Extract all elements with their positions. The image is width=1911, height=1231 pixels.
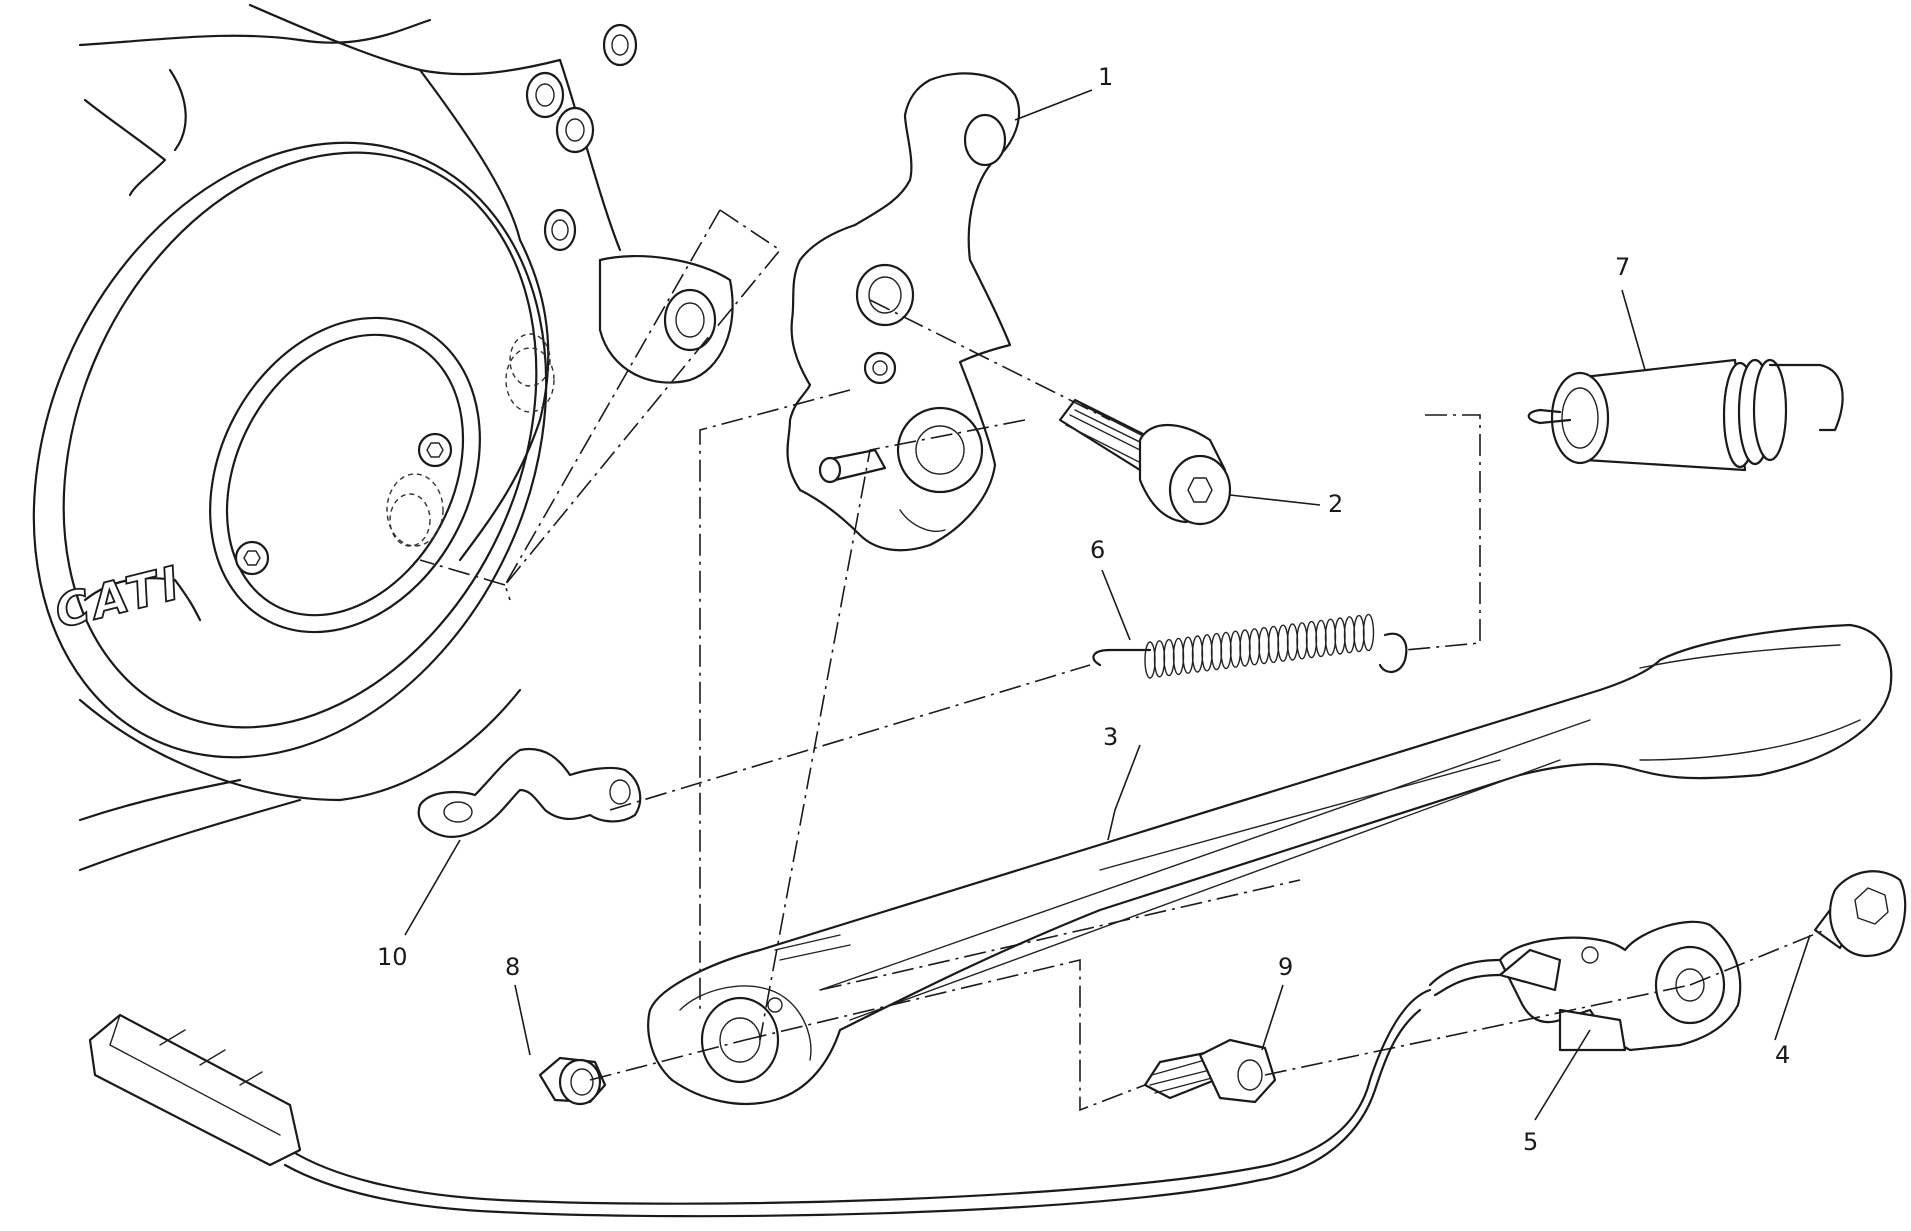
spring-coil (1258, 626, 1270, 665)
barrel-spring (1527, 358, 1844, 472)
callout-4: 4 (1775, 1041, 1790, 1069)
spring-coil (1296, 622, 1308, 660)
spring-coil (1191, 635, 1204, 673)
spring-coil (1334, 617, 1346, 655)
callout-10: 10 (377, 943, 408, 971)
flange-bolt (1813, 870, 1907, 957)
callout-7: 7 (1615, 253, 1630, 281)
spring-coil (1182, 636, 1194, 674)
spring-coil (1239, 629, 1251, 667)
spring-coil (1324, 618, 1337, 656)
callout-2: 2 (1328, 490, 1343, 518)
spring-coil (1248, 628, 1261, 666)
callout-3: 3 (1103, 723, 1118, 751)
spring-coil (1229, 630, 1242, 668)
spring-coil (1144, 641, 1156, 679)
spring-coil (1277, 624, 1289, 662)
engine-casing: CATI (32, 3, 734, 872)
socket-head-screw (1058, 398, 1232, 526)
extension-spring (1092, 613, 1408, 679)
spring-coil (1353, 614, 1365, 653)
spring-coil (1163, 638, 1175, 677)
spring-coil (1362, 613, 1375, 652)
leader-lines (404, 89, 1811, 1121)
callout-9: 9 (1278, 953, 1293, 981)
spring-coil (1153, 640, 1166, 678)
spring-coil (1315, 619, 1327, 658)
callout-labels: 1 2 3 4 5 6 7 8 9 10 (377, 63, 1790, 1156)
spring-coil (1343, 616, 1356, 654)
assembly-centerlines (419, 209, 1826, 1112)
spring-coil (1286, 623, 1299, 661)
spring-coil (1305, 620, 1318, 659)
spring-coil (1172, 637, 1185, 676)
callout-1: 1 (1098, 63, 1113, 91)
spring-coil (1220, 631, 1232, 670)
side-stand-sensor (88, 920, 1742, 1218)
spring-coil (1201, 634, 1213, 672)
callout-8: 8 (505, 953, 520, 981)
hex-nut (538, 1056, 607, 1106)
side-stand (647, 623, 1893, 1106)
stand-bracket (786, 72, 1020, 552)
spring-coil (1210, 632, 1223, 671)
stand-pivot-bolt (1143, 1038, 1277, 1104)
callout-6: 6 (1090, 536, 1105, 564)
callout-5: 5 (1523, 1128, 1538, 1156)
spring-coil (1267, 625, 1280, 664)
retainer-plate (417, 747, 642, 839)
